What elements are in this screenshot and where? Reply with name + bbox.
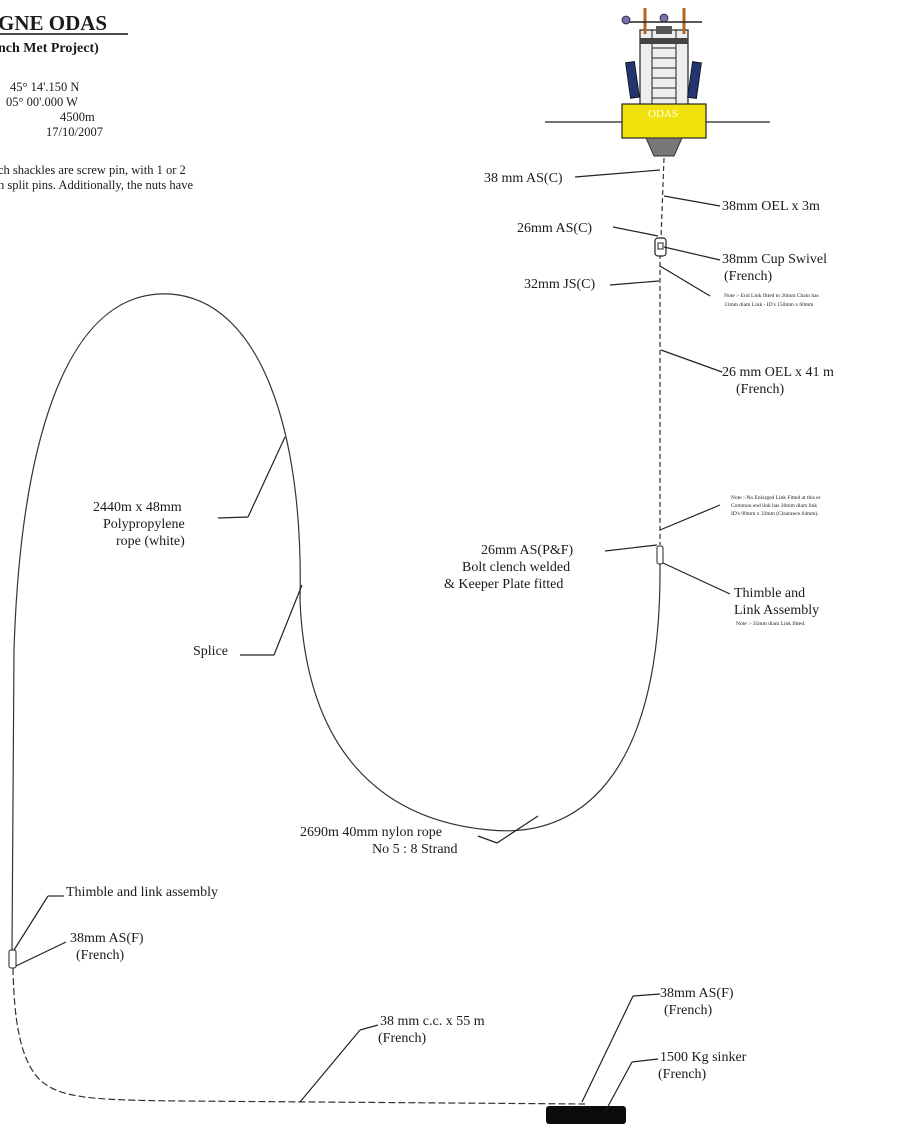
label-polyprop-3: rope (white) [116, 534, 185, 549]
polypropylene-rope [11, 293, 301, 951]
platform-deck [640, 38, 688, 44]
thimble-link-right [656, 545, 664, 565]
odas-buoy: ODAS [545, 8, 770, 157]
note-enlarged-1: Note :-No Enlarged Link Fitted at this e… [731, 495, 821, 501]
label-26mm-as-c: 26mm AS(C) [517, 221, 592, 236]
label-polyprop-1: 2440m x 48mm [93, 500, 182, 515]
label-sinker-french: (French) [658, 1067, 707, 1082]
diagram-title: GNE ODAS [0, 11, 107, 35]
note-end-link-2: 31mm diam Link - ID's 150mm x 60mm [724, 302, 814, 308]
label-sinker: 1500 Kg sinker [660, 1050, 747, 1065]
lower-chain [12, 967, 586, 1105]
sensor-ball-center [659, 13, 669, 23]
date-text: 17/10/2007 [46, 125, 103, 139]
label-thimble-2: Link Assembly [734, 603, 819, 618]
label-polyprop-2: Polypropylene [103, 517, 185, 532]
longitude-text: 05° 00'.000 W [6, 95, 78, 109]
label-38mm-as-f-right: 38mm AS(F) [660, 986, 734, 1001]
label-38mm-as-f-left: 38mm AS(F) [70, 931, 144, 946]
label-38mm-cc-french: (French) [378, 1031, 427, 1046]
note-enlarged-2: Common end link has 26mm diam link [731, 503, 817, 509]
label-aspf-2: Bolt clench welded [462, 560, 570, 575]
depth-text: 4500m [60, 110, 95, 124]
note-end-link-1: Note :- End Link fitted to 26mm Chain ha… [724, 292, 819, 299]
label-cup-swivel-french: (French) [724, 269, 773, 284]
solar-panel-left [625, 61, 640, 99]
note-enlarged-3: ID's 90mm x 33mm (Clearance 64mm). [731, 510, 819, 517]
leader-lines [13, 169, 731, 1111]
diagram-subtitle: nch Met Project) [0, 41, 99, 56]
note-thimble: Note :- 35mm diam Link fitted. [736, 620, 806, 627]
label-thimble-link-assembly: Thimble and link assembly [66, 885, 218, 900]
label-32mm-js-c: 32mm JS(C) [524, 277, 596, 292]
nylon-rope [299, 563, 661, 832]
label-26mm-oel: 26 mm OEL x 41 m [722, 365, 834, 380]
sensor-box [656, 26, 672, 34]
buoy-label: ODAS [648, 108, 678, 120]
label-thimble-1: Thimble and [734, 586, 805, 601]
label-nylon-2: No 5 : 8 Strand [372, 842, 458, 857]
label-cup-swivel: 38mm Cup Swivel [722, 252, 827, 267]
buoy-keel [645, 137, 683, 157]
label-aspf-1: 26mm AS(P&F) [481, 543, 574, 558]
label-26mm-oel-french: (French) [736, 382, 785, 397]
sensor-ball-left [621, 15, 631, 25]
label-nylon-1: 2690m 40mm nylon rope [300, 825, 442, 840]
shackle-note-line1: ch shackles are screw pin, with 1 or 2 [0, 163, 186, 177]
thimble-link-left [8, 949, 17, 969]
label-38mm-cc: 38 mm c.c. x 55 m [380, 1014, 485, 1029]
label-38mm-as-c: 38 mm AS(C) [484, 171, 563, 186]
shackle-note-line2: h split pins. Additionally, the nuts hav… [0, 178, 193, 192]
latitude-text: 45° 14'.150 N [10, 80, 79, 94]
solar-panel-right [687, 61, 702, 99]
label-aspf-3: & Keeper Plate fitted [444, 577, 563, 592]
label-splice: Splice [193, 644, 228, 659]
label-38mm-as-f-left-french: (French) [76, 948, 125, 963]
label-38mm-as-f-right-french: (French) [664, 1003, 713, 1018]
sinker-block [546, 1106, 626, 1124]
label-38mm-oel: 38mm OEL x 3m [722, 199, 820, 214]
